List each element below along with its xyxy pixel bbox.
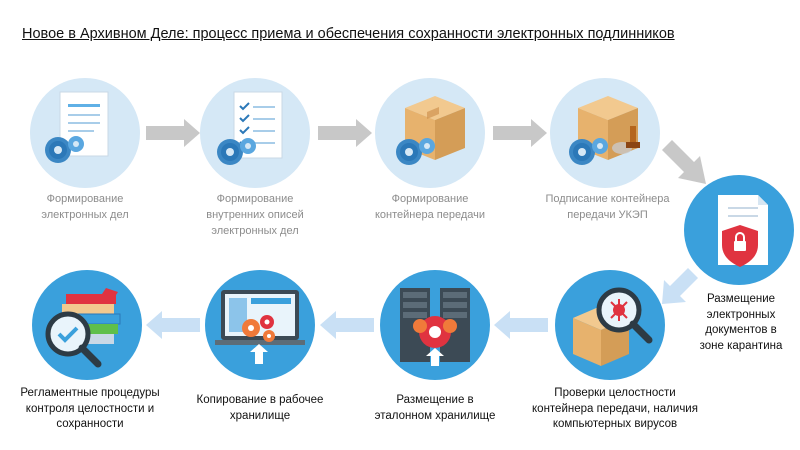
arrow-right-1 — [146, 119, 200, 147]
server-gear-icon — [400, 288, 470, 366]
document-gear-icon — [45, 91, 109, 163]
arrow-diagonal-blue — [662, 268, 698, 304]
step-circle-3 — [375, 78, 485, 188]
step-label-9: Регламентные процедуры контроля целостно… — [20, 387, 160, 431]
books-check-icon — [45, 288, 121, 368]
checklist-gear-icon — [217, 91, 283, 165]
step-label-5: Размещение электронных документов в зоне… — [699, 293, 783, 352]
arrow-left-1 — [494, 311, 548, 339]
box-gear-icon — [396, 96, 465, 165]
arrow-left-2 — [320, 311, 374, 339]
arrow-left-3 — [146, 311, 200, 339]
step-circle-1 — [30, 78, 140, 188]
step-circle-9 — [32, 270, 142, 380]
arrow-diagonal-down — [662, 140, 706, 184]
step-label-6: Проверки целостности контейнера передачи… — [532, 387, 698, 431]
step-label-3: Формирование контейнера передачи — [374, 193, 486, 221]
magnifier-virus-icon — [573, 287, 653, 366]
step-circle-5 — [684, 175, 794, 285]
step-label-7: Размещение в эталонном хранилище — [374, 394, 496, 422]
page-title: Новое в Архивном Деле: процесс приема и … — [22, 26, 675, 42]
step-circle-4 — [550, 78, 660, 188]
step-circle-7 — [380, 270, 490, 380]
step-label-4: Подписание контейнера передачи УКЭП — [545, 193, 670, 221]
step-circle-2 — [200, 78, 310, 188]
step-circle-8 — [205, 270, 315, 380]
arrow-right-2 — [318, 119, 372, 147]
shield-lock-icon — [718, 195, 768, 267]
step-circle-6 — [555, 270, 665, 380]
signed-box-icon — [569, 96, 640, 165]
step-label-1: Формирование электронных дел — [41, 193, 129, 221]
laptop-gear-icon — [215, 290, 305, 364]
step-label-8: Копирование в рабочее хранилище — [196, 394, 324, 422]
arrow-right-3 — [493, 119, 547, 147]
step-label-2: Формирование внутренних описей электронн… — [206, 193, 304, 237]
